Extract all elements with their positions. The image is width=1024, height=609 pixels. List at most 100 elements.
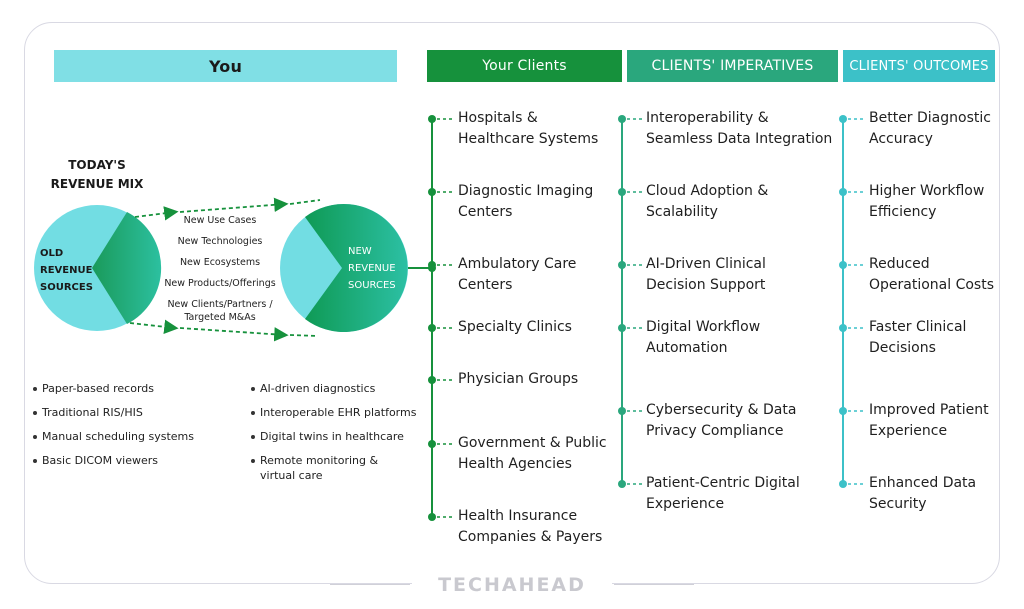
outcomes-item-line: Efficiency xyxy=(869,204,937,220)
outcomes-header: CLIENTS' OUTCOMES xyxy=(843,50,995,82)
imperatives-item-line: Patient-Centric Digital xyxy=(646,475,800,491)
new-item-text: AI-driven diagnostics xyxy=(260,382,376,395)
outcomes-item-line: Accuracy xyxy=(869,131,933,147)
clients-item-line: Physician Groups xyxy=(458,371,579,387)
outcomes-item-line: Reduced xyxy=(869,256,930,272)
lower-arrow-a xyxy=(129,319,179,334)
imperatives-item-line: Cybersecurity & Data xyxy=(646,402,797,418)
old-label-line3: SOURCES xyxy=(40,282,93,293)
bullet-icon xyxy=(33,411,37,415)
imperatives-item-line: Privacy Compliance xyxy=(646,423,784,439)
clients-dot xyxy=(428,376,436,384)
transition-label: New Ecosystems xyxy=(179,257,261,268)
footer-rule-right xyxy=(614,584,694,585)
outcomes-item-line: Decisions xyxy=(869,340,936,356)
old-item: Paper-based records xyxy=(33,381,154,396)
imperatives-item-line: Interoperability & xyxy=(646,110,769,126)
old-label-line2: REVENUE xyxy=(40,265,93,276)
bullet-icon xyxy=(251,387,255,391)
imperatives-dot xyxy=(618,480,626,488)
new-item: Interoperable EHR platforms xyxy=(251,405,416,420)
bullet-icon xyxy=(251,459,255,463)
brand-logo-text: TECHAHEAD xyxy=(412,574,612,596)
outcomes-item-line: Enhanced Data xyxy=(869,475,977,491)
clients-dot xyxy=(428,324,436,332)
old-item-text: Paper-based records xyxy=(42,382,154,395)
bullet-icon xyxy=(251,411,255,415)
imperatives-item-line: Experience xyxy=(646,496,725,512)
bullet-icon xyxy=(251,435,255,439)
imperatives-item-line: AI-Driven Clinical xyxy=(646,256,766,272)
outcomes-dot xyxy=(839,324,847,332)
imperatives-item: Cloud Adoption &Scalability xyxy=(646,181,768,223)
clients-dot xyxy=(428,513,436,521)
outcomes-dot xyxy=(839,407,847,415)
new-item-text: Remote monitoring & xyxy=(260,454,379,467)
clients-dot xyxy=(428,115,436,123)
old-item: Basic DICOM viewers xyxy=(33,453,158,468)
clients-item-line: Centers xyxy=(458,277,513,293)
new-item-text: Digital twins in healthcare xyxy=(260,430,404,443)
old-item: Traditional RIS/HIS xyxy=(33,405,143,420)
outcomes-item-line: Security xyxy=(869,496,927,512)
outcomes-item-line: Higher Workflow xyxy=(869,183,985,199)
imperatives-dot xyxy=(618,407,626,415)
outcomes-item-line: Experience xyxy=(869,423,948,439)
clients-item-line: Hospitals & xyxy=(458,110,538,126)
clients-item-line: Healthcare Systems xyxy=(458,131,599,147)
clients-item: Hospitals & Healthcare Systems xyxy=(458,108,598,150)
outcomes-item-line: Operational Costs xyxy=(869,277,995,293)
revenue-mix-title: TODAY'S REVENUE MIX xyxy=(42,156,152,194)
imperatives-item-line: Automation xyxy=(646,340,728,356)
imperatives-dot xyxy=(618,188,626,196)
clients-item-line: Ambulatory Care xyxy=(458,256,577,272)
imperatives-item-line: Cloud Adoption & xyxy=(646,183,769,199)
new-label-line1: NEW xyxy=(348,246,372,257)
bullet-icon xyxy=(33,435,37,439)
old-sources-label: OLD REVENUE SOURCES xyxy=(40,245,93,296)
imperatives-dot xyxy=(618,115,626,123)
transition-label: Targeted M&As xyxy=(184,312,256,323)
bullet-icon xyxy=(33,387,37,391)
outcomes-dot xyxy=(839,261,847,269)
revenue-mix-title-line1: TODAY'S xyxy=(68,158,126,172)
outcomes-item-line: Improved Patient xyxy=(869,402,989,418)
upper-arrow-b xyxy=(179,197,289,213)
revenue-mix-title-line2: REVENUE MIX xyxy=(50,177,144,191)
transition-label: New Technologies xyxy=(177,236,263,247)
new-label-line3: SOURCES xyxy=(348,280,396,291)
transition-label: New Clients/Partners / xyxy=(167,299,273,310)
clients-item-line: Health Insurance xyxy=(458,508,578,524)
clients-item: Specialty Clinics xyxy=(458,317,572,338)
clients-item-line: Health Agencies xyxy=(458,456,572,472)
old-item-text: Manual scheduling systems xyxy=(42,430,195,443)
old-label-line1: OLD xyxy=(40,248,64,259)
infographic-card xyxy=(24,22,1000,584)
lower-arrow-c xyxy=(289,334,319,337)
clients-header: Your Clients xyxy=(427,50,622,82)
new-sources-wedge xyxy=(305,203,408,332)
clients-dot xyxy=(428,261,436,269)
old-sources-wedge xyxy=(92,212,162,324)
footer-rule-left xyxy=(330,584,410,585)
imperatives-dot xyxy=(618,324,626,332)
clients-item: Physician Groups xyxy=(458,369,578,390)
imperatives-item-line: Digital Workflow xyxy=(646,319,761,335)
imperatives-dot xyxy=(618,261,626,269)
outcomes-dot xyxy=(839,115,847,123)
clients-item-line: Diagnostic Imaging xyxy=(458,183,594,199)
clients-dot xyxy=(428,440,436,448)
